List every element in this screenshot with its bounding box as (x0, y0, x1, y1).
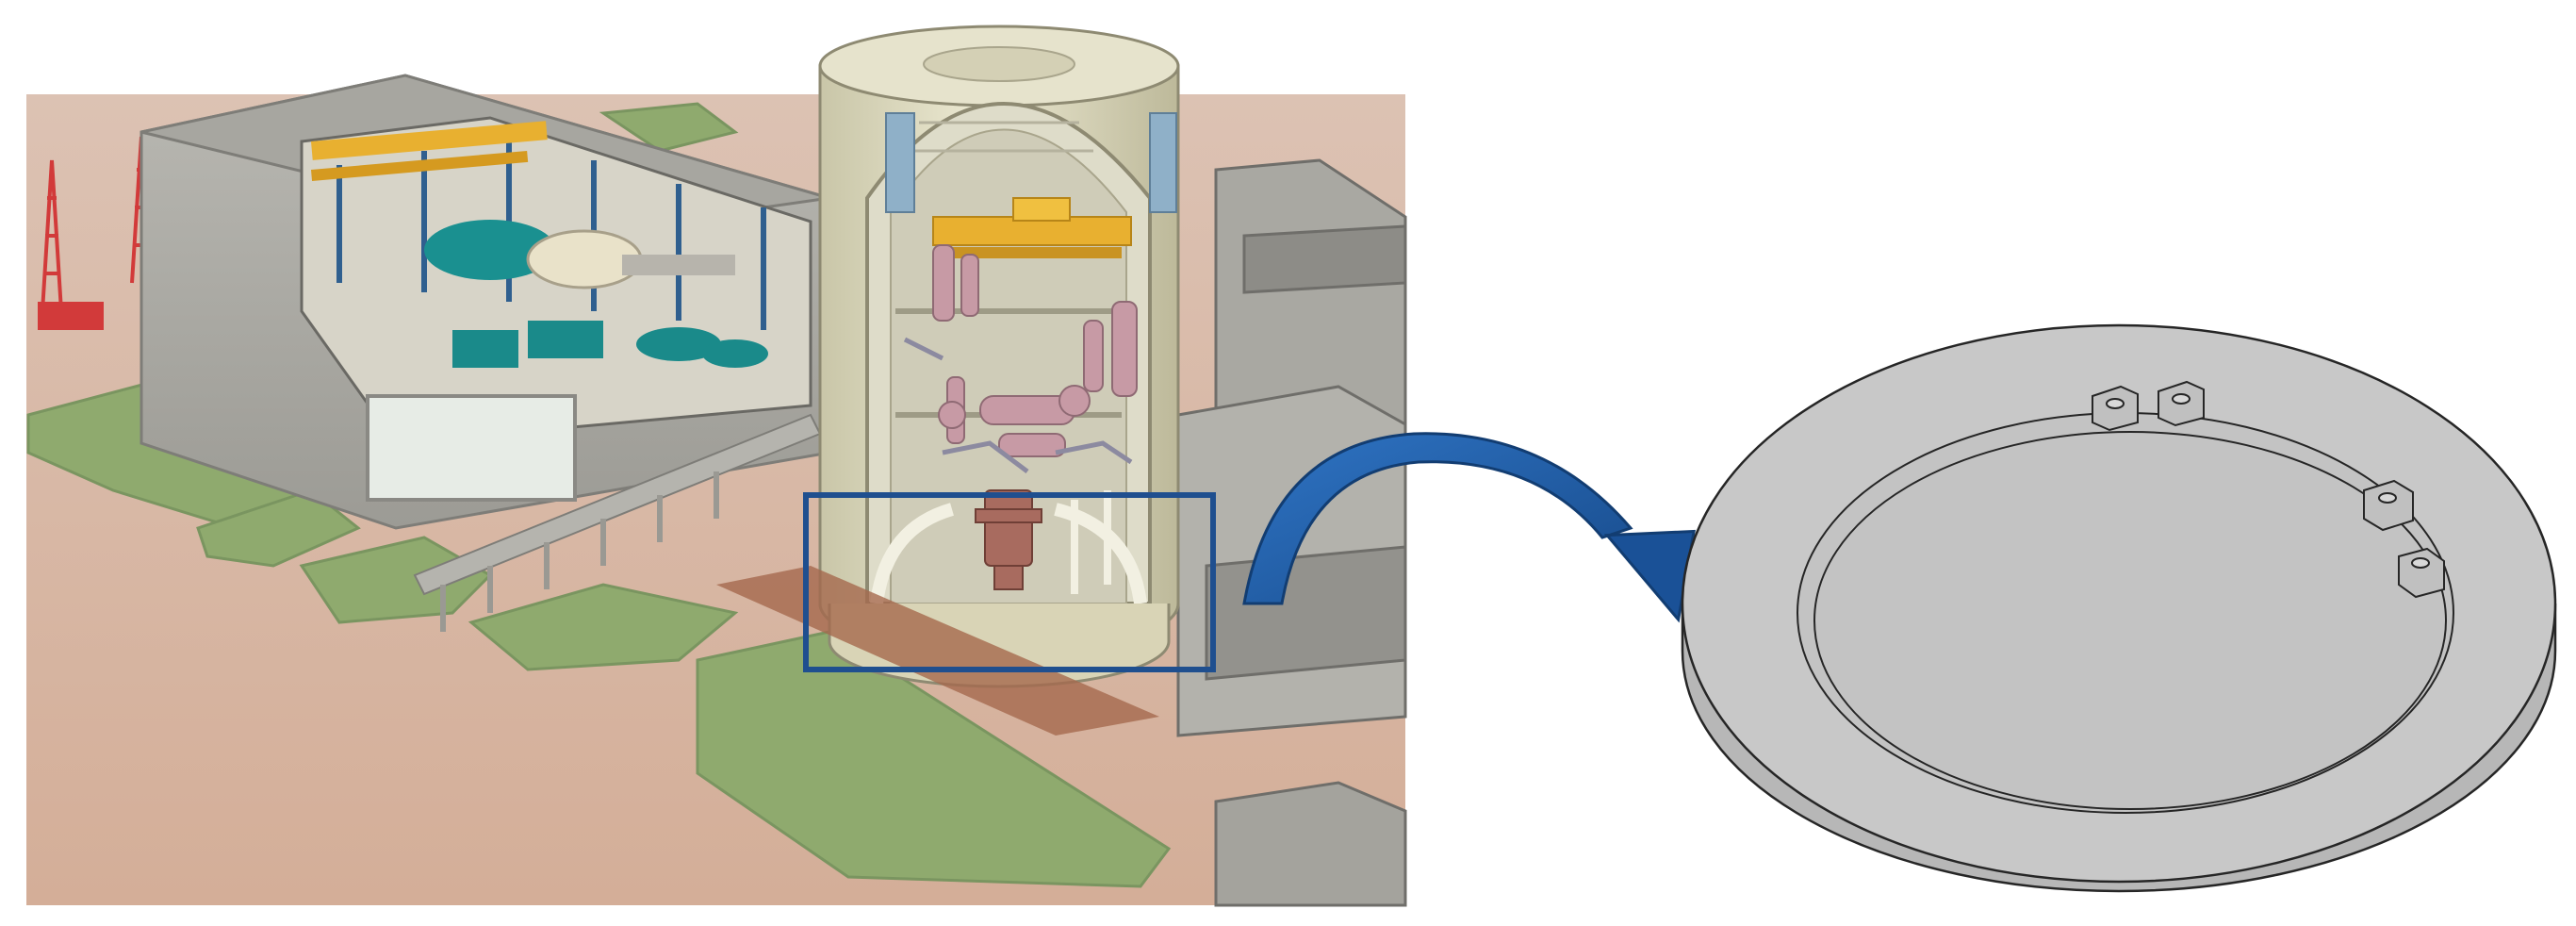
foundation-pit (716, 566, 1159, 736)
turbine-generator (424, 220, 556, 280)
slab-anchor-notches (2092, 380, 2445, 599)
curved-arrow-icon (1242, 432, 1696, 623)
turbine-hall-building (139, 74, 831, 530)
highlight-box (803, 492, 1216, 672)
plant-cutaway-illustration (26, 25, 1407, 907)
reactor-containment (818, 25, 1180, 688)
polar-crane (932, 216, 1132, 246)
reactor-vessel (975, 489, 1042, 590)
base-slab-model (1681, 323, 2557, 893)
